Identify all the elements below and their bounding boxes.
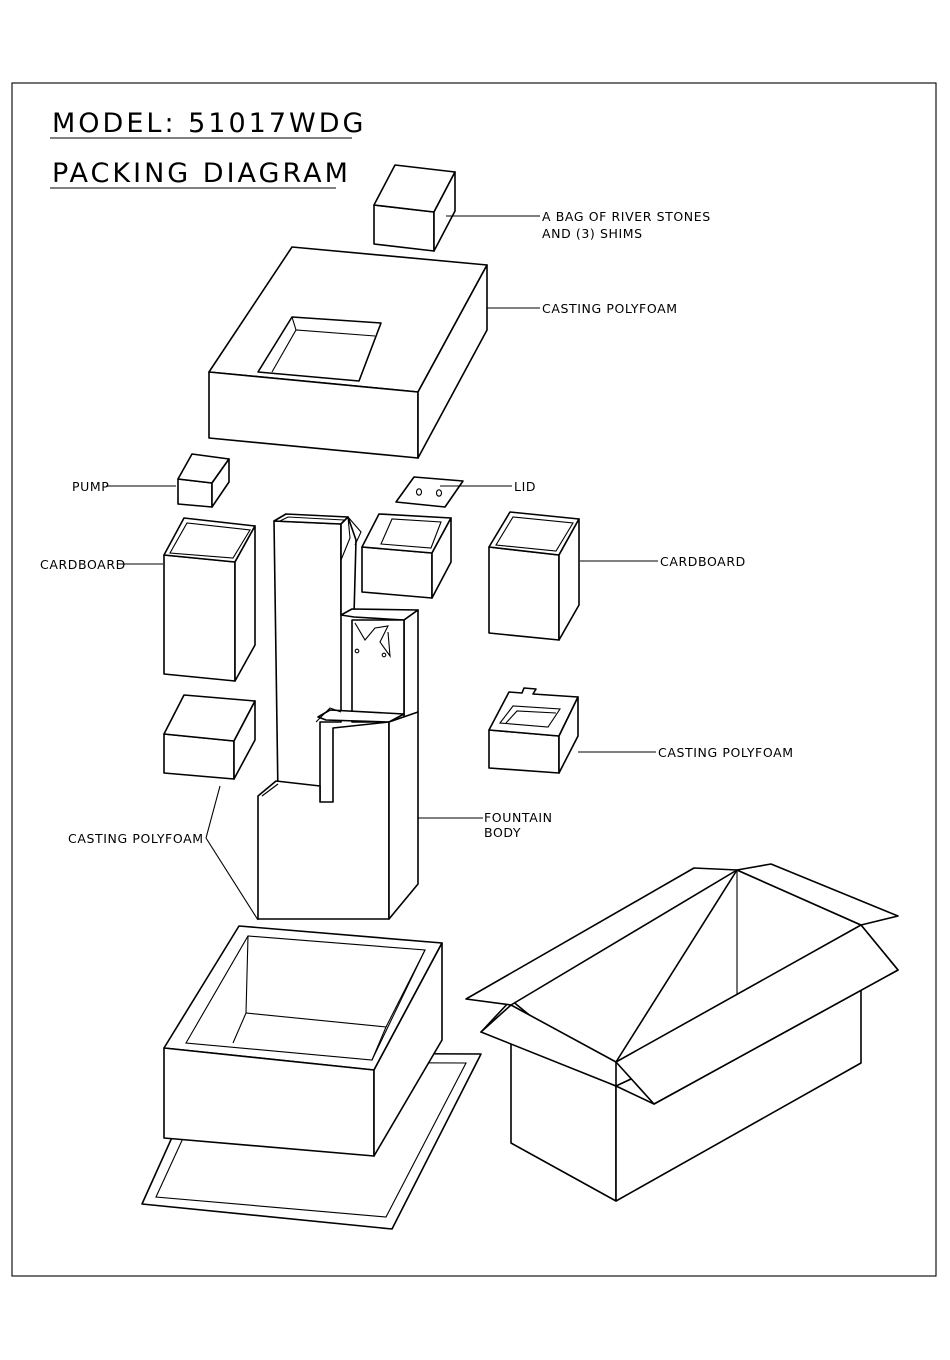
casting-polyfoam-bottom-tray — [142, 926, 481, 1229]
casting-polyfoam-top — [209, 247, 487, 458]
cardboard-left — [164, 518, 255, 681]
pump-label: PUMP — [72, 479, 109, 494]
casting-polyfoam-insert-small — [362, 514, 451, 598]
cardboard-right-label: CARDBOARD — [660, 554, 746, 569]
polyfoam-left-leader-down — [206, 838, 258, 920]
shipping-carton — [466, 864, 898, 1201]
polyfoam-left-leader-up — [206, 786, 220, 838]
casting-polyfoam-right — [489, 688, 578, 773]
river-stones-bag — [374, 165, 455, 251]
river-stones-label-1: A BAG OF RIVER STONES — [542, 209, 711, 224]
fountain-body-label-1: FOUNTAIN — [484, 810, 553, 825]
packing-diagram-title: PACKING DIAGRAM — [52, 158, 351, 189]
lid — [396, 477, 463, 507]
fountain-body-label-2: BODY — [484, 825, 521, 840]
polyfoam-right-label: CASTING POLYFOAM — [658, 745, 794, 760]
river-stones-label-2: AND (3) SHIMS — [542, 226, 643, 241]
casting-polyfoam-block-left — [164, 695, 255, 779]
pump — [178, 454, 229, 507]
cardboard-left-label: CARDBOARD — [40, 557, 126, 572]
lid-label: LID — [514, 479, 536, 494]
polyfoam-left-label: CASTING POLYFOAM — [68, 831, 204, 846]
cardboard-right — [489, 512, 579, 640]
polyfoam-top-label: CASTING POLYFOAM — [542, 301, 678, 316]
model-title: MODEL: 51017WDG — [52, 108, 366, 139]
